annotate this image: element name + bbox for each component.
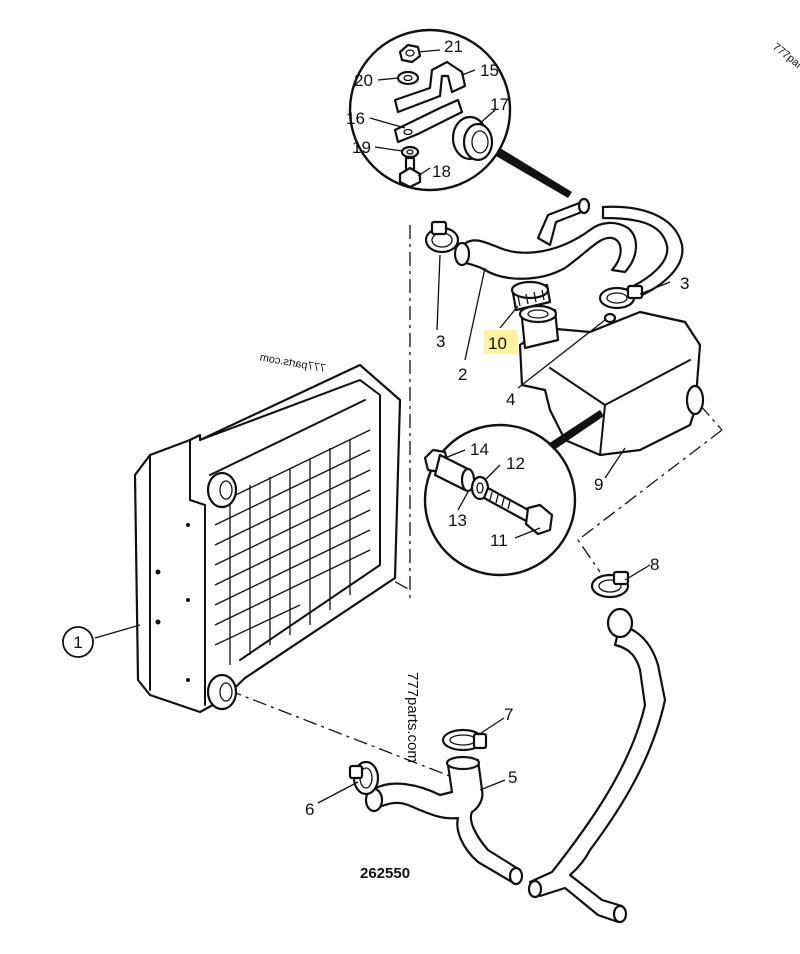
detail-bracket (348, 28, 572, 198)
expansion-tank (518, 304, 705, 457)
callout-11: 11 (490, 531, 508, 550)
callout-7: 7 (504, 705, 513, 724)
callout-9: 9 (594, 475, 603, 494)
filler-cap (510, 280, 552, 312)
callout-8: 8 (650, 555, 659, 574)
watermark-corner: 777parts.com (770, 41, 800, 91)
callout-1-circle (62, 626, 94, 658)
watermark-center: 777parts.com (404, 672, 421, 763)
callout-10: 10 (488, 334, 507, 353)
detail-bolt (423, 410, 604, 577)
leader-lines (94, 49, 671, 804)
callout-3-left: 3 (436, 332, 445, 351)
callout-2: 2 (458, 365, 467, 384)
callout-12: 12 (506, 454, 525, 473)
callout-13: 13 (448, 511, 467, 530)
callout-6: 6 (305, 800, 314, 819)
hose-clip-6 (348, 760, 380, 796)
callout-21: 21 (444, 37, 463, 56)
callout-10-highlight (484, 330, 518, 354)
hose-clip-tank (598, 284, 644, 324)
callout-16: 16 (346, 109, 365, 128)
callout-5: 5 (508, 768, 517, 787)
watermark-radiator: 777parts.com (259, 352, 327, 375)
callout-labels: 1 2 3 3 4 5 6 7 8 9 10 11 12 13 14 15 16… (62, 37, 689, 819)
callout-15: 15 (480, 61, 499, 80)
callout-18: 18 (432, 162, 451, 181)
lower-hose-right (527, 607, 667, 924)
drawing-number: 262550 (360, 865, 410, 882)
radiator-core (214, 429, 371, 665)
callout-14: 14 (470, 440, 489, 459)
callout-20: 20 (354, 71, 373, 90)
callout-3-right: 3 (680, 274, 689, 293)
upper-hose (453, 197, 684, 304)
callout-1: 1 (73, 633, 82, 652)
hose-clip-upper-left (424, 220, 460, 254)
callout-4: 4 (506, 390, 515, 409)
hose-clip-8 (590, 570, 630, 599)
radiator: 777parts.com (133, 352, 402, 714)
callout-19: 19 (352, 138, 371, 157)
callout-17: 17 (490, 95, 509, 114)
hose-clip-7 (441, 728, 488, 752)
